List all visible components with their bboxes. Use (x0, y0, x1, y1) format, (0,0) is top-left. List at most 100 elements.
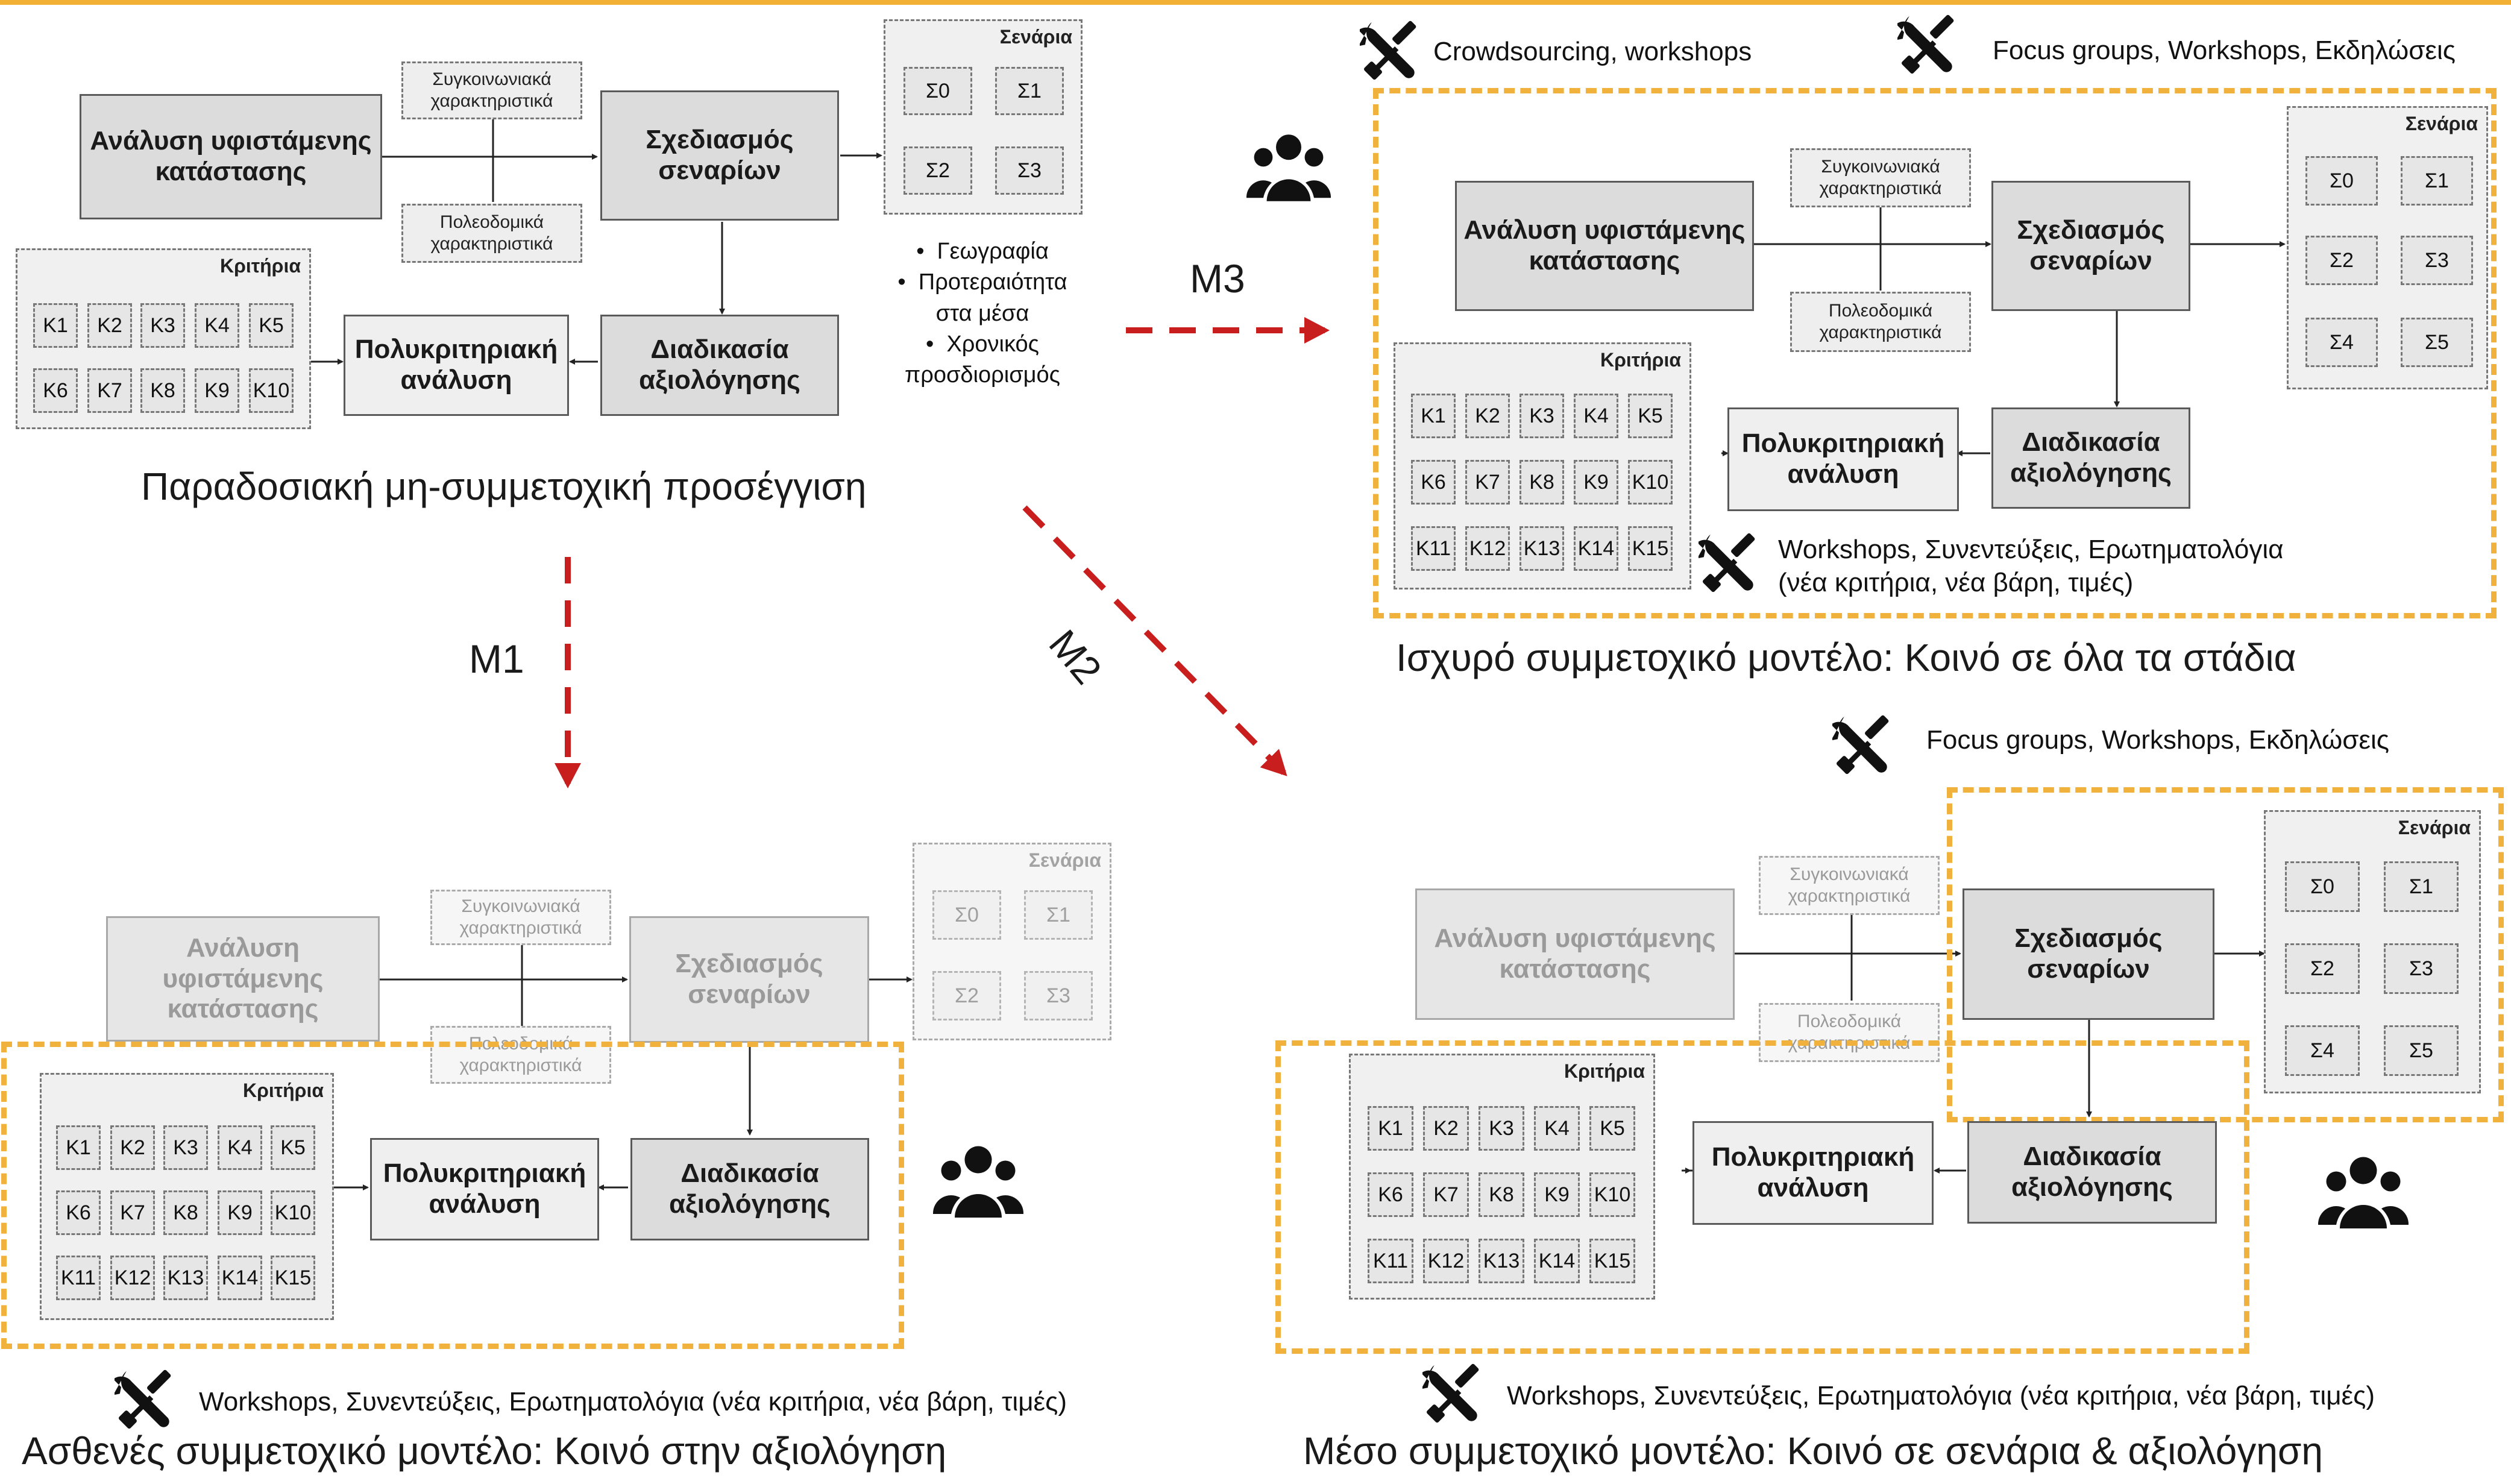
criterion-cell: Κ8 (140, 368, 185, 413)
criterion-cell: Κ4 (1534, 1106, 1580, 1151)
method-workshops-line2: (νέα κριτήρια, νέα βάρη, τιμές) (1778, 568, 2134, 597)
factor-item: • Προτεραιότητα (897, 269, 1067, 295)
public-involvement-frame-evaluation (1275, 1040, 2249, 1354)
scenario-cell: Σ1 (1024, 890, 1093, 940)
wrench-screwdriver-icon (1699, 533, 1755, 593)
factor-item: προσδιορισμός (904, 362, 1060, 388)
criterion-cell: Κ14 (1574, 526, 1618, 571)
scenario-factors-list: • Γεωγραφία • Προτεραιότητα στα μέσα • Χ… (856, 236, 1109, 391)
factor-item: • Χρονικός (926, 331, 1039, 357)
criterion-cell: Κ2 (1465, 394, 1510, 438)
criterion-cell: Κ9 (195, 368, 239, 413)
criterion-cell: Κ1 (1411, 394, 1456, 438)
scenario-cell: Σ3 (995, 146, 1064, 195)
criteria-panel: Κριτήρια Κ1 Κ2 Κ3 Κ4 Κ5 Κ6 Κ7 Κ8 Κ9 Κ10 … (40, 1073, 334, 1320)
criterion-cell: Κ6 (56, 1190, 101, 1235)
criterion-cell: Κ5 (1628, 394, 1673, 438)
criterion-cell: Κ3 (1479, 1106, 1524, 1151)
criterion-cell: Κ4 (195, 303, 239, 348)
scenario-cell: Σ0 (2305, 156, 2378, 206)
evaluation-box: Διαδικασία αξιολόγησης (630, 1138, 869, 1240)
criterion-cell: Κ6 (1368, 1172, 1413, 1217)
wrench-screwdriver-icon (1897, 14, 1954, 74)
scenario-design-box: Σχεδιασμός σεναρίων (1991, 181, 2190, 311)
mca-box: Πολυκριτηριακή ανάλυση (370, 1138, 599, 1240)
people-group-icon (2318, 1157, 2409, 1228)
criterion-cell: Κ8 (163, 1190, 208, 1235)
method-crowdsourcing: Crowdsourcing, workshops (1433, 37, 1752, 66)
people-group-icon (1246, 134, 1331, 201)
public-involvement-frame (1373, 88, 2497, 618)
traffic-attributes: Συγκοινωνιακά χαρακτηριστικά (1759, 856, 1940, 915)
criterion-cell: Κ6 (1411, 460, 1456, 505)
urban-attributes: Πολεοδομικά χαρακτηριστικά (1790, 292, 1971, 352)
scenarios-panel: Σενάρια Σ0 Σ1 Σ2 Σ3 Σ4 Σ5 (2264, 810, 2481, 1093)
analysis-box: Ανάλυση υφιστάμενης κατάστασης (80, 94, 382, 219)
traffic-attributes: Συγκοινωνιακά χαρακτηριστικά (1790, 148, 1971, 207)
wrench-screwdriver-icon (1360, 20, 1416, 80)
top-accent-line (0, 0, 2511, 5)
mca-box: Πολυκριτηριακή ανάλυση (1692, 1121, 1934, 1225)
mca-box: Πολυκριτηριακή ανάλυση (1727, 407, 1959, 511)
scenario-design-box: Σχεδιασμός σεναρίων (1963, 888, 2214, 1020)
people-group-icon (932, 1146, 1024, 1218)
criterion-cell: Κ7 (1423, 1172, 1469, 1217)
criterion-cell: Κ5 (271, 1125, 315, 1170)
scenario-cell: Σ1 (2384, 861, 2459, 912)
urban-attributes: Πολεοδομικά χαρακτηριστικά (430, 1026, 611, 1084)
criterion-cell: Κ3 (140, 303, 185, 348)
scenario-cell: Σ2 (932, 971, 1001, 1020)
criteria-panel: Κριτήρια Κ1 Κ2 Κ3 Κ4 Κ5 Κ6 Κ7 Κ8 Κ9 Κ10 … (1394, 342, 1691, 590)
scenario-cell: Σ4 (2305, 318, 2378, 367)
criterion-cell: Κ14 (1534, 1239, 1580, 1283)
scenario-cell: Σ0 (2285, 861, 2360, 912)
public-involvement-frame-scenarios (1947, 787, 2504, 1122)
criterion-cell: Κ12 (1423, 1239, 1469, 1283)
scenarios-title: Σενάρια (2398, 817, 2471, 838)
criterion-cell: Κ15 (1589, 1239, 1635, 1283)
criterion-cell: Κ9 (1534, 1172, 1580, 1217)
criterion-cell: Κ13 (1519, 526, 1564, 571)
criterion-cell: Κ3 (1519, 394, 1564, 438)
transition-m3-label: Μ3 (1190, 256, 1245, 301)
scenarios-title: Σενάρια (1028, 849, 1101, 871)
criterion-cell: Κ11 (1368, 1239, 1413, 1283)
scenario-cell: Σ3 (2401, 236, 2473, 285)
criterion-cell: Κ4 (218, 1125, 262, 1170)
scenario-cell: Σ0 (904, 67, 972, 115)
criterion-cell: Κ2 (110, 1125, 155, 1170)
scenario-cell: Σ2 (904, 146, 972, 195)
method-workshops-line1: Workshops, Συνεντεύξεις, Ερωτηματολόγια (1778, 535, 2284, 564)
evaluation-box: Διαδικασία αξιολόγησης (1991, 407, 2190, 509)
caption-medium: Μέσο συμμετοχικό μοντέλο: Κοινό σε σενάρ… (1303, 1429, 2323, 1473)
scenario-design-box: Σχεδιασμός σεναρίων (600, 90, 839, 221)
factor-item: • Γεωγραφία (916, 239, 1049, 264)
criterion-cell: Κ5 (249, 303, 294, 348)
scenarios-title: Σενάρια (999, 26, 1072, 48)
criterion-cell: Κ2 (1423, 1106, 1469, 1151)
criterion-cell: Κ10 (271, 1190, 315, 1235)
scenarios-title: Σενάρια (2405, 113, 2478, 134)
public-involvement-frame (1, 1042, 904, 1349)
method-workshops: Workshops, Συνεντεύξεις, Ερωτηματολόγια … (199, 1387, 1067, 1416)
criteria-panel: Κριτήρια Κ1 Κ2 Κ3 Κ4 Κ5 Κ6 Κ7 Κ8 Κ9 Κ10 … (1349, 1054, 1655, 1300)
scenario-cell: Σ4 (2285, 1025, 2360, 1076)
criterion-cell: Κ8 (1519, 460, 1564, 505)
factor-item: στα μέσα (935, 300, 1029, 326)
criterion-cell: Κ14 (218, 1256, 262, 1300)
criterion-cell: Κ9 (218, 1190, 262, 1235)
scenario-cell: Σ5 (2384, 1025, 2459, 1076)
traffic-attributes: Συγκοινωνιακά χαρακτηριστικά (401, 61, 582, 119)
criterion-cell: Κ10 (1628, 460, 1673, 505)
scenario-cell: Σ3 (2384, 943, 2459, 994)
scenario-cell: Σ0 (932, 890, 1001, 940)
criterion-cell: Κ6 (33, 368, 78, 413)
criterion-cell: Κ7 (110, 1190, 155, 1235)
analysis-box: Ανάλυση υφιστάμενης κατάστασης (1455, 181, 1754, 311)
criteria-title: Κριτήρια (1600, 349, 1681, 371)
criterion-cell: Κ5 (1589, 1106, 1635, 1151)
scenario-design-box: Σχεδιασμός σεναρίων (629, 916, 869, 1043)
criterion-cell: Κ7 (87, 368, 132, 413)
criterion-cell: Κ1 (1368, 1106, 1413, 1151)
